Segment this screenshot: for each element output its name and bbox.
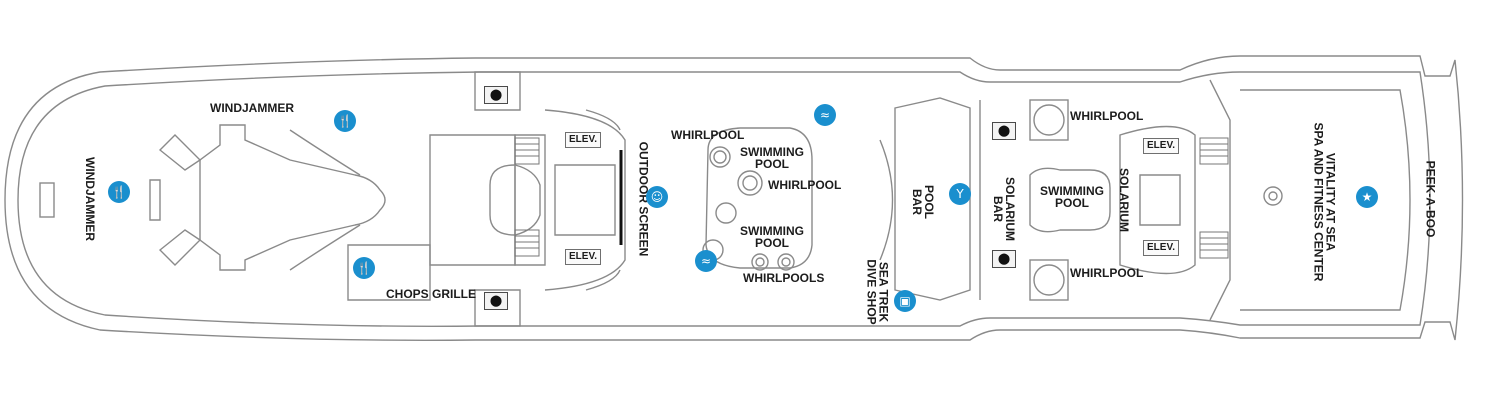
- whirlpool-label: WHIRLPOOL: [768, 178, 842, 192]
- whirlpool-label: WHIRLPOOL: [1070, 109, 1144, 123]
- solarium-label: SOLARIUM: [1117, 168, 1131, 232]
- peek-a-boo-label: PEEK-A-BOO: [1423, 160, 1438, 238]
- dining-icon[interactable]: 🍴: [334, 110, 356, 132]
- swimming-pool-label: SWIMMING POOL: [1040, 184, 1104, 210]
- whirlpool-label: WHIRLPOOL: [1070, 266, 1144, 280]
- whirlpool-label: WHIRLPOOL: [671, 128, 745, 142]
- swimming-pool-label: SWIMMING POOL: [740, 224, 804, 250]
- pool-icon[interactable]: ≈: [695, 250, 717, 272]
- shop-icon[interactable]: ▣: [894, 290, 916, 312]
- whirlpools-label: WHIRLPOOLS: [743, 271, 825, 285]
- fitness-icon[interactable]: ★: [1356, 186, 1378, 208]
- vitality-spa-label: VITALITY AT SEA SPA AND FITNESS CENTER: [1311, 122, 1338, 282]
- chops-grille-label: CHOPS GRILLE: [386, 287, 477, 301]
- dining-icon[interactable]: 🍴: [353, 257, 375, 279]
- restroom-icon[interactable]: ⬤: [992, 122, 1016, 140]
- pool-icon[interactable]: ≈: [814, 104, 836, 126]
- elevator-label: ELEV.: [565, 249, 601, 265]
- windjammer-label-top: WINDJAMMER: [210, 101, 294, 115]
- dining-icon[interactable]: 🍴: [108, 181, 130, 203]
- solarium-bar-label: SOLARIUM BAR: [991, 177, 1017, 241]
- restroom-icon[interactable]: ⬤: [992, 250, 1016, 268]
- swimming-pool-label: SWIMMING POOL: [740, 145, 804, 171]
- elevator-label: ELEV.: [1143, 138, 1179, 154]
- restroom-icon[interactable]: ⬤: [484, 292, 508, 310]
- theater-icon[interactable]: ☺: [646, 186, 668, 208]
- elevator-label: ELEV.: [565, 132, 601, 148]
- pool-bar-label: POOL BAR: [910, 184, 937, 220]
- restroom-icon[interactable]: ⬤: [484, 86, 508, 104]
- bar-icon[interactable]: Y: [949, 183, 971, 205]
- elevator-label: ELEV.: [1143, 240, 1179, 256]
- windjammer-label-side: WINDJAMMER: [83, 157, 97, 241]
- sea-trek-label: SEA TREK DIVE SHOP: [864, 259, 891, 325]
